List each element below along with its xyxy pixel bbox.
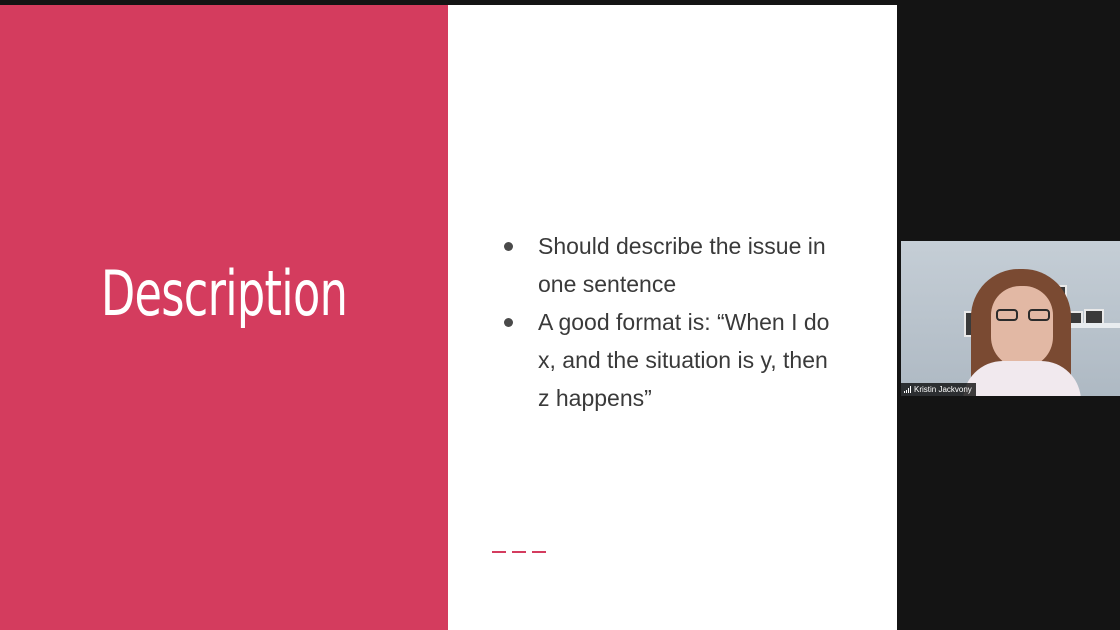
bullet-text: Should describe the issue in one sentenc…	[538, 233, 826, 297]
slide-title: Description	[100, 257, 348, 330]
signal-strength-icon	[904, 386, 911, 393]
glasses	[996, 309, 1050, 321]
participant-name: Kristin Jackvony	[914, 385, 972, 394]
slide-content-panel: Should describe the issue in one sentenc…	[448, 5, 897, 630]
bullet-text: A good format is: “When I do x, and the …	[538, 309, 830, 411]
bullet-dot-icon	[504, 242, 513, 251]
decorative-dashes	[492, 551, 546, 553]
participant-video-tile[interactable]: Kristin Jackvony	[901, 241, 1120, 396]
glasses-lens	[1028, 309, 1050, 321]
shared-slide: Description Should describe the issue in…	[0, 5, 897, 630]
participant-name-bar: Kristin Jackvony	[901, 383, 976, 396]
wall-shelf	[1051, 323, 1120, 328]
dash	[512, 551, 526, 553]
bullet-item: A good format is: “When I do x, and the …	[503, 303, 843, 417]
bullet-item: Should describe the issue in one sentenc…	[503, 227, 843, 303]
bullet-dot-icon	[504, 318, 513, 327]
participant-shirt	[963, 361, 1081, 396]
bullet-list: Should describe the issue in one sentenc…	[503, 227, 843, 417]
slide-title-panel: Description	[0, 5, 448, 630]
dash	[532, 551, 546, 553]
glasses-lens	[996, 309, 1018, 321]
participant-face	[991, 286, 1053, 368]
dash	[492, 551, 506, 553]
